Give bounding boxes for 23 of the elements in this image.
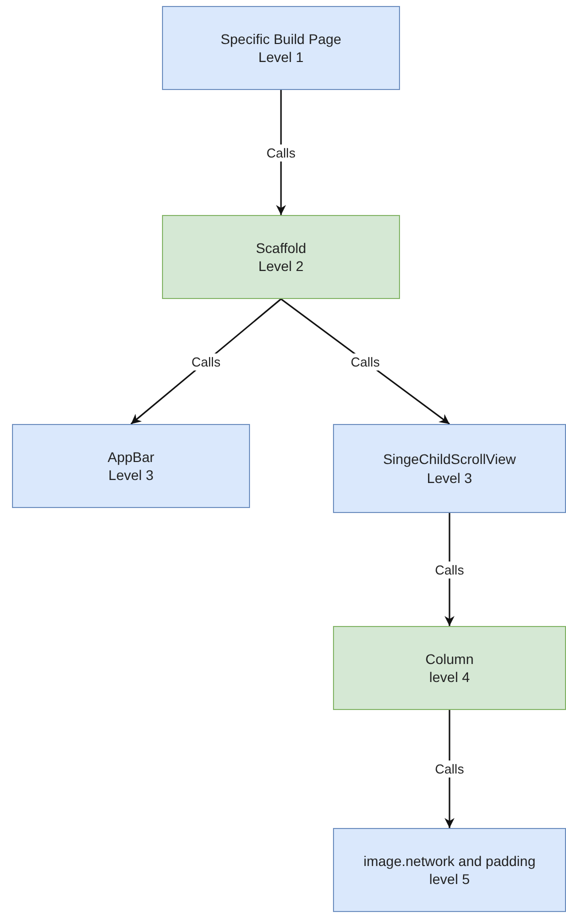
- process-box: [333, 626, 566, 710]
- process-box: [162, 215, 400, 299]
- level-label: Level 2: [258, 257, 304, 276]
- edge-label: Calls: [348, 353, 382, 370]
- level-label: Level 1: [258, 48, 304, 66]
- edge-label: Calls: [264, 144, 298, 161]
- level-label: level 4: [429, 668, 470, 686]
- edge-label: Calls: [433, 561, 466, 578]
- edge-label: Calls: [433, 760, 466, 778]
- process-box: [333, 424, 566, 513]
- level-label: level 5: [429, 870, 470, 888]
- node-title: SingeChildScrollView: [383, 450, 516, 468]
- node-title: image.network and padding: [363, 852, 536, 870]
- process-box: [162, 6, 400, 90]
- node-title: Scaffold: [256, 238, 306, 257]
- process-box: [12, 424, 250, 508]
- node-title: AppBar: [108, 448, 154, 466]
- node-title: Column: [425, 650, 474, 668]
- edge-label: Calls: [190, 353, 222, 370]
- node-title: Specific Build Page: [220, 30, 342, 48]
- level-label: Level 3: [108, 466, 154, 484]
- level-label: Level 3: [426, 468, 472, 487]
- process-box: [333, 828, 566, 912]
